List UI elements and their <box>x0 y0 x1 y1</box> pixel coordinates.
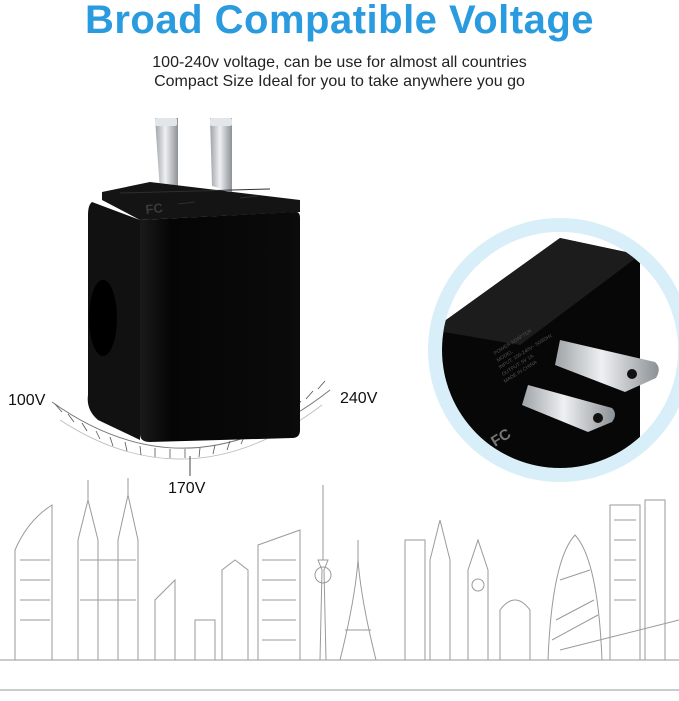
voltage-mid-label: 170V <box>168 480 206 497</box>
subtitle-line-2: Compact Size Ideal for you to take anywh… <box>154 73 525 90</box>
subtitle-line-1: 100-240v voltage, can be use for almost … <box>152 54 527 71</box>
charger-body: FC <box>87 118 300 442</box>
svg-text:FC: FC <box>145 200 164 217</box>
voltage-max-label: 240V <box>340 390 378 407</box>
zoom-detail-circle: POWER ADAPTER MODEL INPUT: 100-240V~ 50/… <box>428 218 679 482</box>
headline: Broad Compatible Voltage <box>84 0 595 42</box>
voltage-min-label: 100V <box>8 392 46 409</box>
city-skyline <box>0 478 679 691</box>
